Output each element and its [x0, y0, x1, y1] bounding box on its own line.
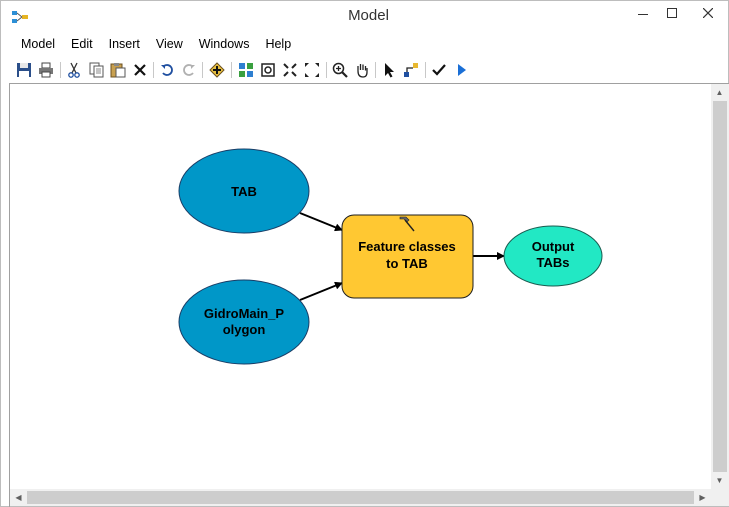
menu-model[interactable]: Model [21, 37, 56, 51]
toolbar-separator [425, 62, 426, 78]
node-gidromain-label-line2: olygon [223, 322, 266, 337]
zoom-out-fixed-icon [305, 63, 319, 77]
close-button[interactable] [685, 1, 729, 25]
input-data-ellipse [178, 279, 310, 365]
select-button[interactable] [379, 60, 399, 80]
cut-button[interactable] [64, 60, 84, 80]
horizontal-scroll-thumb[interactable] [27, 491, 694, 504]
title-bar[interactable]: Model [1, 1, 728, 32]
undo-button[interactable] [157, 60, 177, 80]
node-output-tabs[interactable]: Output TABs [503, 225, 603, 287]
auto-layout-button[interactable] [236, 60, 256, 80]
zoom-in-button[interactable] [330, 60, 350, 80]
zoom-in-fixed-icon [283, 63, 297, 77]
menu-bar: Model Edit Insert View Windows Help [1, 35, 728, 55]
scroll-up-icon[interactable]: ▲ [715, 88, 724, 97]
save-button[interactable] [14, 60, 34, 80]
undo-icon [161, 64, 173, 76]
scroll-left-icon[interactable]: ◀ [15, 493, 22, 502]
toolbar [1, 58, 728, 82]
paste-button[interactable] [108, 60, 128, 80]
hammer-icon [399, 216, 415, 232]
menu-edit[interactable]: Edit [71, 37, 93, 51]
pan-button[interactable] [352, 60, 372, 80]
validate-icon [432, 64, 446, 76]
add-data-icon [209, 62, 225, 78]
redo-button[interactable] [179, 60, 199, 80]
node-tab[interactable]: TAB [178, 148, 310, 234]
connect-button[interactable] [401, 60, 421, 80]
connect-icon [404, 63, 418, 77]
window-title: Model [348, 7, 389, 24]
scroll-down-icon[interactable]: ▼ [715, 476, 724, 485]
node-tool-label-line2: to TAB [386, 256, 428, 271]
node-tool-label-line1: Feature classes [358, 239, 456, 254]
zoom-in-icon [332, 62, 348, 78]
scrollbar-corner [711, 489, 729, 506]
model-app-icon [11, 9, 29, 25]
toolbar-separator [202, 62, 203, 78]
copy-icon [89, 62, 104, 78]
toolbar-separator [375, 62, 376, 78]
minimize-button[interactable] [627, 1, 659, 25]
maximize-button[interactable] [656, 1, 688, 25]
input-data-ellipse [178, 148, 310, 234]
add-data-button[interactable] [207, 60, 227, 80]
zoom-out-fixed-button[interactable] [302, 60, 322, 80]
redo-icon [183, 64, 195, 76]
run-button[interactable] [451, 60, 471, 80]
minimize-icon [638, 14, 648, 15]
horizontal-scrollbar[interactable]: ◀ ▶ [10, 489, 711, 506]
full-extent-button[interactable] [258, 60, 278, 80]
menu-view[interactable]: View [155, 37, 183, 51]
vertical-scrollbar[interactable]: ▲ ▼ [711, 84, 729, 489]
copy-button[interactable] [87, 60, 107, 80]
toolbar-separator [60, 62, 61, 78]
toolbar-separator [231, 62, 232, 78]
delete-icon [134, 64, 146, 76]
cut-icon [68, 62, 80, 78]
select-icon [385, 63, 394, 78]
paste-icon [110, 63, 126, 78]
save-icon [17, 63, 31, 77]
connector-gidromain-to-tool[interactable] [299, 281, 343, 301]
node-output-label-line1: Output [532, 239, 575, 254]
toolbar-separator [153, 62, 154, 78]
node-tab-label: TAB [231, 184, 257, 199]
connector-tab-to-tool[interactable] [299, 212, 343, 232]
model-canvas[interactable]: TAB GidroMain_P olygon Feature classes t… [10, 84, 711, 489]
close-icon [702, 8, 713, 18]
node-output-label-line2: TABs [537, 255, 570, 270]
derived-data-ellipse [503, 225, 603, 287]
toolbar-separator [326, 62, 327, 78]
node-gidromain-label-line1: GidroMain_P [204, 306, 285, 321]
validate-button[interactable] [429, 60, 449, 80]
vertical-scroll-thumb[interactable] [713, 101, 727, 472]
full-extent-icon [261, 63, 275, 77]
model-diagram: TAB GidroMain_P olygon Feature classes t… [178, 148, 603, 365]
node-feature-classes-to-tab[interactable]: Feature classes to TAB [341, 214, 474, 299]
scroll-right-icon[interactable]: ▶ [699, 493, 706, 502]
auto-layout-icon [239, 63, 253, 77]
menu-help[interactable]: Help [265, 37, 292, 51]
menu-windows[interactable]: Windows [198, 37, 250, 51]
maximize-icon [667, 8, 677, 18]
run-icon [458, 64, 466, 76]
node-gidromain-polygon[interactable]: GidroMain_P olygon [178, 279, 310, 365]
delete-button[interactable] [130, 60, 150, 80]
pan-icon [357, 64, 368, 78]
canvas-frame [9, 83, 729, 507]
print-button[interactable] [36, 60, 56, 80]
zoom-in-fixed-button[interactable] [280, 60, 300, 80]
print-icon [39, 62, 53, 78]
menu-insert[interactable]: Insert [108, 37, 140, 51]
tool-box [341, 214, 474, 299]
